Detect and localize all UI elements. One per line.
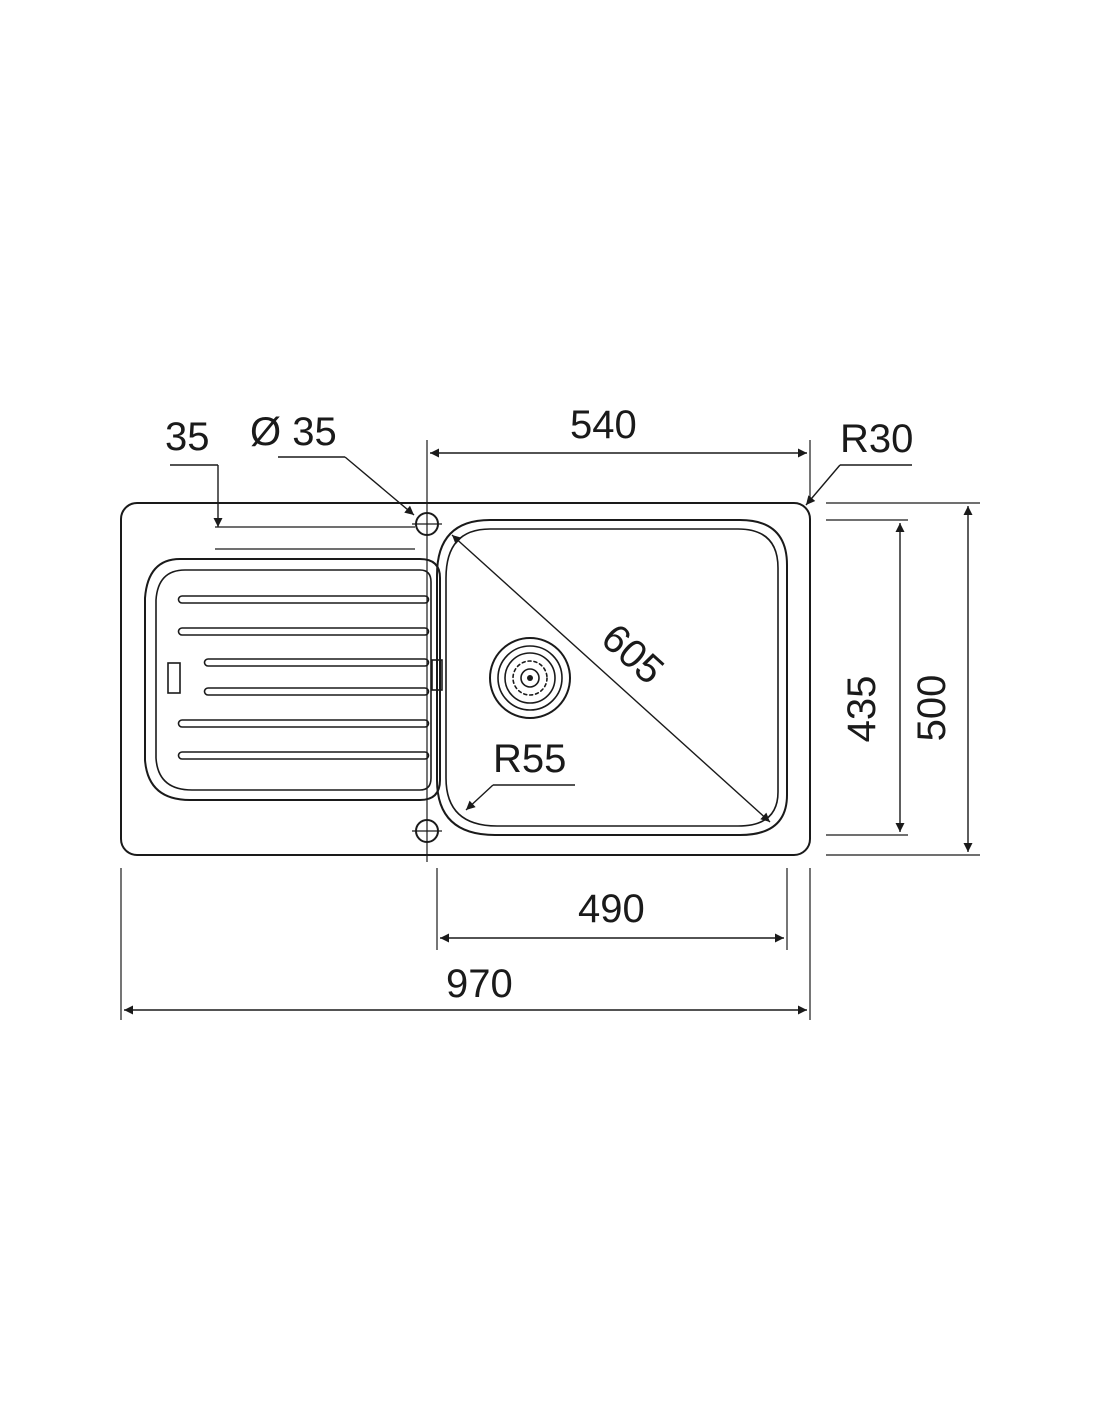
drainboard-ribs: [177, 595, 430, 760]
bowl-inner-outline: [445, 528, 779, 827]
sink-outline: [120, 502, 811, 856]
dimension-bowl-diagonal: 605: [593, 616, 672, 693]
drainboard-rib: [177, 627, 430, 636]
dimension-bowl-corner-radius: R55: [493, 737, 566, 781]
drainboard-rib: [203, 687, 430, 696]
dimension-tap-hole-arrow: [344, 456, 415, 516]
dimension-overall-width: 970: [446, 962, 513, 1006]
drainboard-inner-outline: [155, 569, 432, 791]
drain-strainer-icon: [489, 637, 571, 719]
dimension-corner-radius-outer: R30: [840, 417, 913, 461]
dimension-corner-radius-arrow: [805, 464, 841, 506]
dimension-drainboard-offset: 35: [165, 415, 210, 459]
drainboard-rib: [203, 658, 430, 667]
drainboard-notch: [167, 662, 181, 694]
dimension-tap-hole-diameter: Ø 35: [250, 410, 337, 454]
bowl-outline: [436, 519, 788, 836]
drainboard-rib: [177, 751, 430, 760]
dimension-bowl-width-top: 540: [570, 403, 637, 447]
drainboard-outline: [144, 558, 441, 801]
drainboard-rib: [177, 595, 430, 604]
dimension-bowl-diagonal-line: [451, 534, 771, 823]
dimension-bowl-width-bottom: 490: [578, 887, 645, 931]
dimension-overall-depth: 500: [910, 675, 954, 742]
dimension-bowl-depth: 435: [840, 676, 884, 743]
drainboard-rib: [177, 719, 430, 728]
dimension-bowl-radius-arrow: [465, 784, 494, 811]
